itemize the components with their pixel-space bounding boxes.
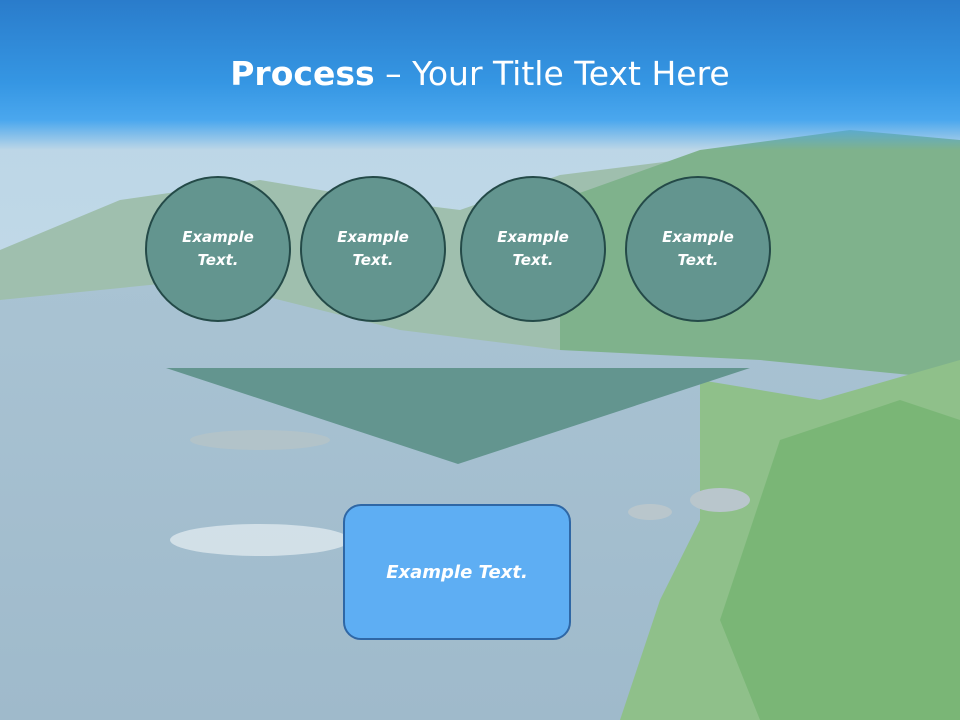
process-step-circle-4: Example Text. xyxy=(625,176,771,322)
process-step-text-1: Example Text. xyxy=(182,228,254,269)
process-step-circle-3: Example Text. xyxy=(460,176,606,322)
result-box: Example Text. xyxy=(343,504,571,640)
process-step-text-2: Example Text. xyxy=(337,228,409,269)
slide-title: Process – Your Title Text Here xyxy=(0,52,960,96)
process-step-circle-2: Example Text. xyxy=(300,176,446,322)
process-step-circle-1: Example Text. xyxy=(145,176,291,322)
title-band xyxy=(0,0,960,150)
process-step-text-3: Example Text. xyxy=(497,228,569,269)
result-text: Example Text. xyxy=(386,561,528,583)
title-strong: Process xyxy=(230,54,375,93)
title-rest: – Your Title Text Here xyxy=(374,54,730,93)
process-step-text-4: Example Text. xyxy=(662,228,734,269)
